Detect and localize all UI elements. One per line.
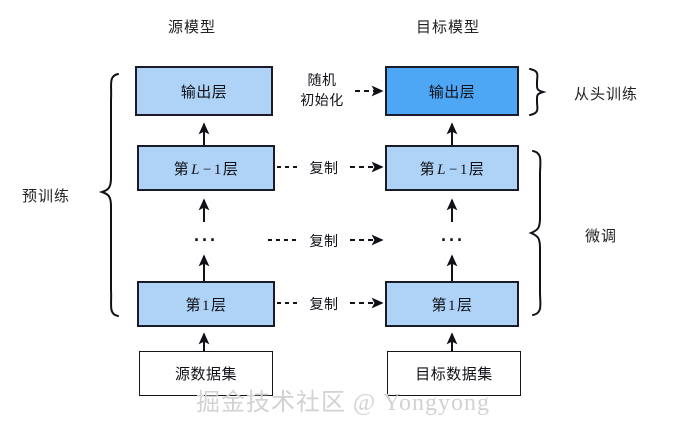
prefix-text: 第 [173,160,190,178]
copy-label-top: 复制 [309,160,339,176]
prefix-text: 第 [185,296,201,314]
random-init-line-1: 随机 [307,72,337,88]
minus-sign: − [448,161,458,178]
prefix-text: 第 [419,160,436,178]
train-from-scratch-brace [529,68,547,116]
copy-label-bottom: 复制 [309,296,339,312]
number-one: 1 [213,161,222,178]
suffix-text: 层 [468,160,485,178]
target-dataset-box[interactable]: 目标数据集 [387,351,521,396]
minus-sign: − [202,161,212,178]
pretrain-brace [98,73,119,317]
variable-l: L [191,161,200,178]
number-one: 1 [202,297,210,314]
variable-l: L [437,161,446,178]
watermark-text: 掘金技术社区 @ Yongyong [196,390,491,416]
target-ellipsis: ··· [441,230,465,250]
random-init-label: 随机 初始化 [292,70,352,110]
source-model-title: 源模型 [168,19,217,36]
target-output-layer-box[interactable]: 输出层 [385,66,519,116]
target-model-title: 目标模型 [416,19,481,36]
finetune-brace-label: 微调 [585,228,618,245]
target-layer-1-box[interactable]: 第1层 [385,281,519,327]
suffix-text: 层 [211,296,227,314]
target-dataset-label: 目标数据集 [415,366,493,383]
copy-label-middle: 复制 [309,233,339,249]
target-output-layer-label: 输出层 [428,83,476,101]
suffix-text: 层 [457,296,473,314]
prefix-text: 第 [431,296,447,314]
number-one: 1 [459,161,468,178]
finetune-brace [528,150,542,316]
random-init-line-2: 初始化 [300,92,344,108]
source-dataset-box[interactable]: 源数据集 [139,351,273,396]
source-ellipsis: ··· [194,230,218,250]
number-one: 1 [448,297,456,314]
pretrain-brace-label: 预训练 [22,188,71,205]
source-output-layer-label: 输出层 [180,83,228,101]
target-layer-1-label: 第1层 [431,294,472,315]
source-layer-1-label: 第1层 [185,294,226,315]
source-dataset-label: 源数据集 [174,366,237,383]
train-from-scratch-brace-label: 从头训练 [574,86,639,103]
suffix-text: 层 [222,160,239,178]
source-output-layer-box[interactable]: 输出层 [135,66,273,116]
source-layer-1-box[interactable]: 第1层 [137,281,275,327]
